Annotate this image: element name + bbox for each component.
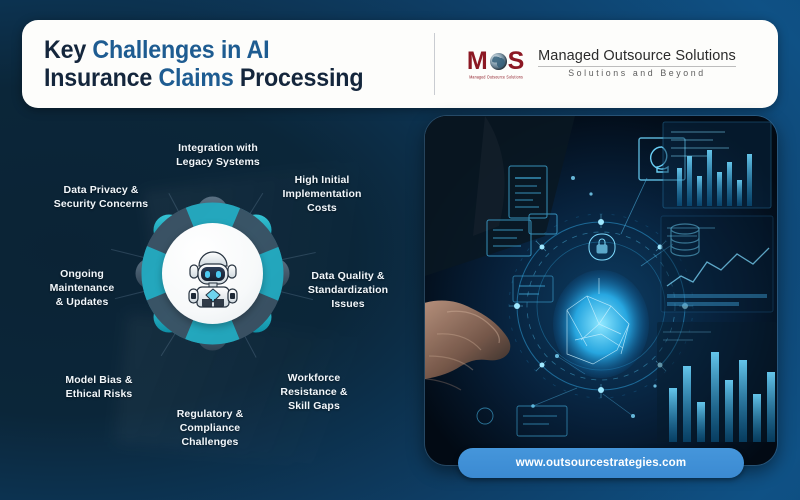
header-card: Key Challenges in AI Insurance Claims Pr… bbox=[22, 20, 778, 108]
company-logo[interactable]: M S Managed Outsource Solutions Managed … bbox=[441, 49, 778, 80]
challenge-label-data-quality-standardization-issues: Data Quality & Standardization Issues bbox=[290, 270, 406, 312]
challenge-label-workforce-resistance-skill-gaps: Workforce Resistance & Skill Gaps bbox=[258, 372, 370, 414]
challenge-text: Model Bias & Ethical Risks bbox=[65, 374, 133, 400]
logo-tagline: Solutions and Beyond bbox=[568, 68, 706, 79]
challenge-label-regulatory-compliance-challenges: Regulatory & Compliance Challenges bbox=[152, 408, 268, 450]
website-url-badge[interactable]: www.outsourcestrategies.com bbox=[458, 448, 744, 478]
challenge-text: High Initial Implementation Costs bbox=[282, 174, 362, 214]
challenge-label-ongoing-maintenance-updates: Ongoing Maintenance & Updates bbox=[30, 268, 134, 310]
challenge-text: Data Privacy & Security Concerns bbox=[53, 184, 149, 210]
logo-monogram: M S Managed Outsource Solutions bbox=[463, 49, 529, 80]
title-word-processing: Processing bbox=[239, 64, 364, 92]
ai-technology-photo bbox=[425, 116, 777, 465]
title-line-1: Key Challenges in AI bbox=[44, 36, 396, 64]
challenge-label-model-bias-ethical-risks: Model Bias & Ethical Risks bbox=[38, 374, 160, 402]
challenge-text: Integration with Legacy Systems bbox=[176, 142, 260, 168]
challenge-label-high-initial-implementation-costs: High Initial Implementation Costs bbox=[266, 174, 378, 216]
logo-letter-s: S bbox=[507, 47, 526, 75]
gear-icon bbox=[135, 196, 290, 351]
challenge-text: Data Quality & Standardization Issues bbox=[307, 270, 389, 310]
title-word-key: Key bbox=[44, 35, 93, 64]
challenges-diagram: Integration with Legacy Systems High Ini… bbox=[0, 108, 420, 500]
title-word-insurance: Insurance bbox=[44, 64, 159, 92]
logo-rule bbox=[538, 66, 736, 68]
challenge-text: Workforce Resistance & Skill Gaps bbox=[280, 372, 348, 412]
robot-mascot-icon bbox=[187, 251, 238, 308]
challenge-text: Ongoing Maintenance & Updates bbox=[49, 268, 115, 308]
globe-icon bbox=[489, 53, 507, 70]
photo-illustration bbox=[425, 116, 777, 465]
page-title: Key Challenges in AI Insurance Claims Pr… bbox=[22, 36, 422, 93]
logo-monogram-caption: Managed Outsource Solutions bbox=[469, 74, 523, 80]
logo-letter-m: M bbox=[466, 47, 489, 75]
logo-letters: M S bbox=[463, 49, 529, 74]
challenge-label-data-privacy-security-concerns: Data Privacy & Security Concerns bbox=[38, 184, 164, 212]
challenge-label-integration-with-legacy-systems: Integration with Legacy Systems bbox=[160, 142, 276, 170]
header-divider bbox=[434, 33, 435, 95]
logo-wordmark: Managed Outsource Solutions Solutions an… bbox=[538, 49, 736, 78]
title-line-2: Insurance Claims Processing bbox=[44, 64, 396, 92]
challenge-text: Regulatory & Compliance Challenges bbox=[176, 408, 244, 448]
gear-graphic bbox=[135, 196, 290, 351]
logo-company-name: Managed Outsource Solutions bbox=[538, 48, 736, 65]
website-url-text: www.outsourcestrategies.com bbox=[515, 457, 687, 469]
title-word-claims: Claims bbox=[158, 64, 240, 92]
title-words-challenges-in-ai: Challenges in AI bbox=[92, 35, 270, 64]
